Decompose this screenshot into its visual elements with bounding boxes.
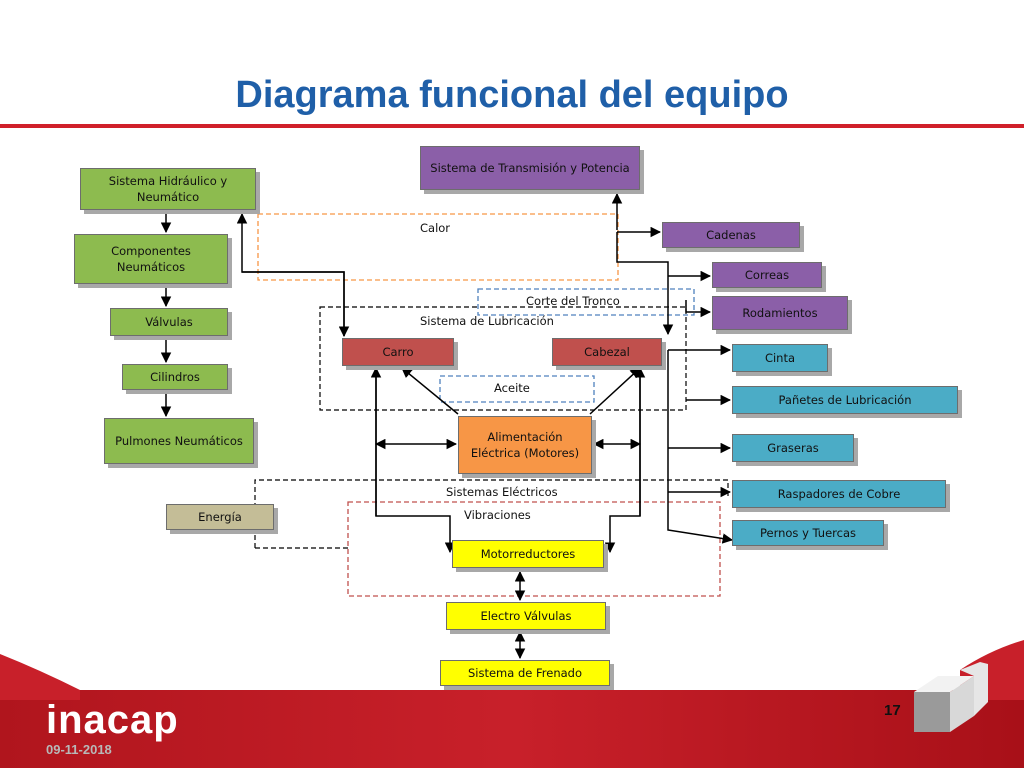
node-componentes-neumaticos: Componentes Neumáticos (74, 234, 228, 284)
page-number: 17 (884, 702, 901, 719)
title-divider (0, 124, 1024, 128)
node-motorreductores: Motorreductores (452, 540, 604, 568)
footer-band (0, 690, 1024, 768)
node-sistema-transmision: Sistema de Transmisión y Potencia (420, 146, 640, 190)
label-aceite: Aceite (494, 381, 530, 395)
label-calor: Calor (420, 221, 451, 235)
node-carro: Carro (342, 338, 454, 366)
node-pernos-tuercas: Pernos y Tuercas (732, 520, 884, 546)
node-valvulas: Válvulas (110, 308, 228, 336)
node-electro-valvulas: Electro Válvulas (446, 602, 606, 630)
page-cube-decoration (914, 662, 988, 732)
node-correas: Correas (712, 262, 822, 288)
inacap-logo: inacap (46, 698, 179, 742)
node-cadenas: Cadenas (662, 222, 800, 248)
node-sistema-frenado: Sistema de Frenado (440, 660, 610, 686)
node-cabezal: Cabezal (552, 338, 662, 366)
node-panetes-lubricacion: Pañetes de Lubricación (732, 386, 958, 414)
node-pulmones-neumaticos: Pulmones Neumáticos (104, 418, 254, 464)
node-rodamientos: Rodamientos (712, 296, 848, 330)
node-cinta: Cinta (732, 344, 828, 372)
slide-title: Diagrama funcional del equipo (235, 74, 789, 116)
label-corte-tronco: Corte del Tronco (526, 294, 620, 308)
node-graseras: Graseras (732, 434, 854, 462)
label-vibraciones: Vibraciones (464, 508, 531, 522)
node-sistema-hidraulico: Sistema Hidráulico y Neumático (80, 168, 256, 210)
slide-date: 09-11-2018 (46, 742, 112, 757)
node-cilindros: Cilindros (122, 364, 228, 390)
node-alimentacion-electrica: Alimentación Eléctrica (Motores) (458, 416, 592, 474)
label-sistemas-electricos: Sistemas Eléctricos (446, 485, 558, 499)
node-energia: Energía (166, 504, 274, 530)
label-sistema-lubricacion: Sistema de Lubricación (420, 314, 554, 328)
node-raspadores-cobre: Raspadores de Cobre (732, 480, 946, 508)
